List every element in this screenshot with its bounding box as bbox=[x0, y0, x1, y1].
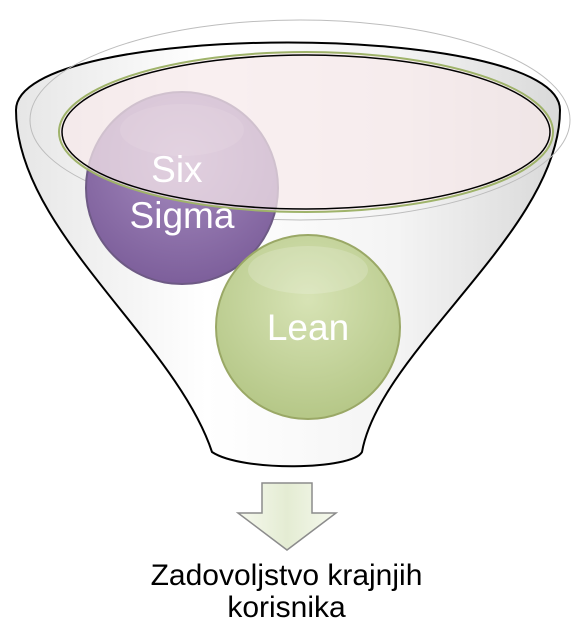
down-arrow-icon bbox=[235, 482, 339, 551]
funnel-rim bbox=[29, 19, 571, 221]
funnel-opening-outline bbox=[61, 54, 551, 210]
result-line1: Zadovoljstvo krajnjih bbox=[150, 559, 423, 592]
lean-label: Lean bbox=[267, 307, 349, 348]
six-sigma-label-line1: Six bbox=[151, 149, 203, 190]
result-text: Zadovoljstvo krajnjih korisnika bbox=[0, 560, 573, 624]
six-sigma-label: Six Sigma bbox=[130, 149, 235, 236]
lean-circle bbox=[215, 234, 401, 420]
funnel-opening bbox=[58, 51, 554, 213]
six-sigma-label-line2: Sigma bbox=[130, 195, 235, 236]
result-line2: korisnika bbox=[227, 591, 346, 624]
